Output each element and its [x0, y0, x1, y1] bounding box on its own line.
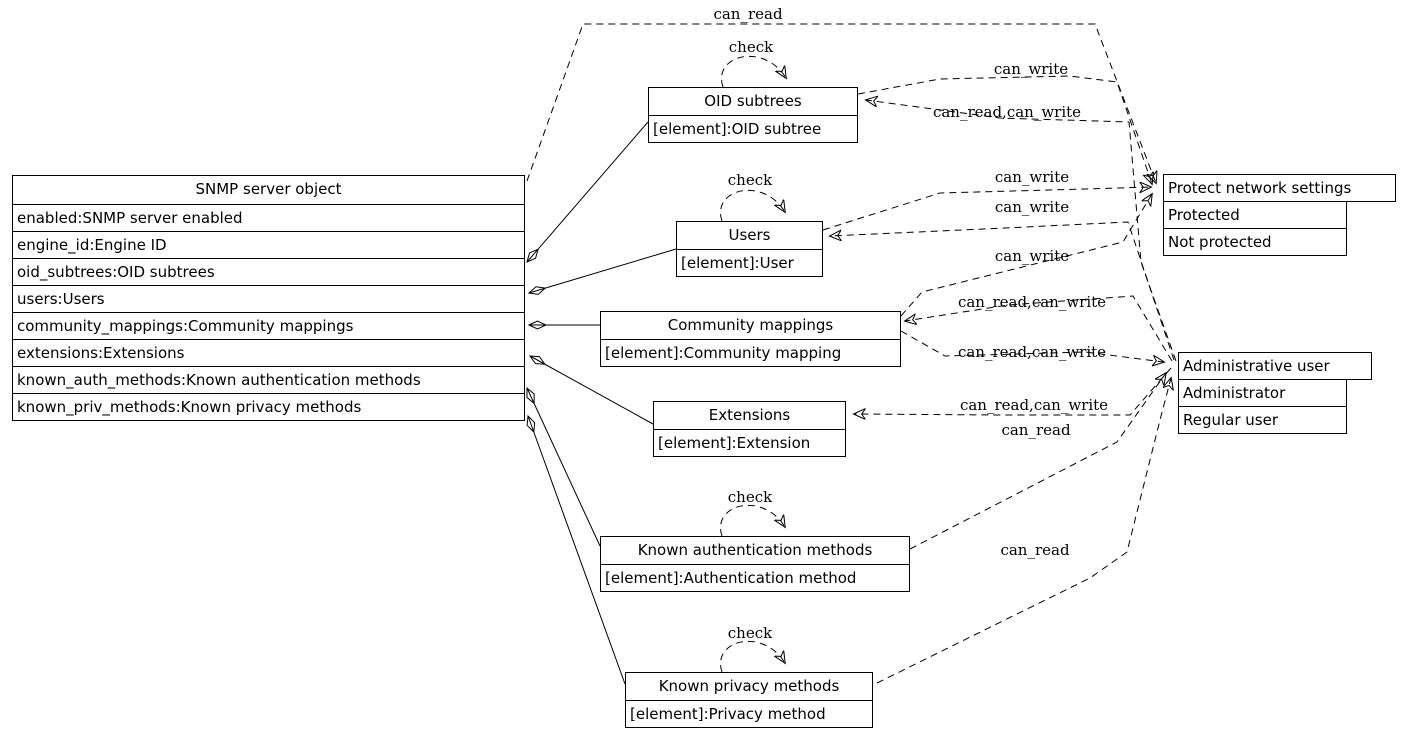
node-title: Protect network settings	[1163, 174, 1396, 202]
edge-check-users	[720, 189, 785, 222]
edge-label-can-read-3: can_read	[1000, 541, 1070, 559]
edge-can-read-snmp-protect	[526, 23, 1156, 183]
edge-snmp-users	[529, 248, 677, 293]
edge-label-check-known-priv: check	[727, 624, 773, 642]
edge-label-can-write-3: can_write	[994, 198, 1070, 216]
node-title: OID subtrees	[704, 92, 802, 110]
value-protected: Protected	[1163, 201, 1347, 229]
edge-label-check-users: check	[727, 171, 773, 189]
attr-element: [element]:Extension	[654, 429, 845, 456]
edge-check-known-priv	[720, 640, 785, 673]
node-title: Users	[728, 226, 771, 244]
node-title: Administrative user	[1178, 352, 1372, 380]
value-not-protected: Not protected	[1163, 228, 1347, 256]
attr-community-mappings: community_mappings:Community mappings	[13, 312, 524, 339]
edge-can-write-users-protect	[822, 187, 1151, 231]
edge-can-read-known-auth-admin	[909, 373, 1166, 550]
attr-engine-id: engine_id:Engine ID	[13, 231, 524, 258]
node-known-authentication-methods: Known authentication methods [element]:A…	[600, 536, 910, 592]
edge-label-check-known-auth: check	[727, 488, 773, 506]
node-users: Users [element]:User	[676, 221, 823, 277]
edge-can-read-write-admin-oid	[866, 100, 1177, 362]
edge-check-oid-subtrees	[721, 55, 786, 88]
node-title: Extensions	[708, 406, 791, 424]
edge-snmp-oid-subtrees	[527, 121, 649, 262]
attr-element: [element]:Privacy method	[626, 700, 872, 727]
edge-snmp-extensions	[530, 356, 654, 425]
edge-can-read-write-admin-community	[905, 295, 1173, 362]
edge-label-can-read-2: can_read	[1001, 421, 1071, 439]
node-administrative-user: Administrative user Administrator Regula…	[1178, 352, 1372, 434]
attr-element: [element]:User	[677, 249, 822, 276]
edge-label-can-read-write-4: can_read,can_write	[959, 396, 1109, 414]
edge-label-can-write-4: can_write	[994, 247, 1070, 265]
value-administrator: Administrator	[1178, 379, 1347, 407]
node-oid-subtrees: OID subtrees [element]:OID subtree	[648, 87, 858, 143]
edge-label-can-write-2: can_write	[994, 168, 1070, 186]
node-title: Known privacy methods	[658, 677, 840, 695]
node-title: SNMP server object	[195, 180, 342, 198]
edge-can-write-admin-users	[830, 221, 1175, 361]
attr-known-priv-methods: known_priv_methods:Known privacy methods	[13, 393, 524, 420]
edge-label-check-oid: check	[728, 38, 774, 56]
edge-label-can-read-write-2: can_read,can_write	[957, 293, 1107, 311]
node-title: Known authentication methods	[637, 541, 873, 559]
node-known-privacy-methods: Known privacy methods [element]:Privacy …	[625, 672, 873, 728]
edge-label-can-read-write-1: can_read,can_write	[932, 103, 1082, 121]
attr-extensions: extensions:Extensions	[13, 339, 524, 366]
edge-label-can-read: can_read	[713, 5, 783, 23]
attr-element: [element]:Authentication method	[601, 564, 909, 591]
edge-label-can-read-write-3: can_read,can_write	[957, 343, 1107, 361]
attr-known-auth-methods: known_auth_methods:Known authentication …	[13, 366, 524, 393]
edge-check-known-auth	[720, 504, 785, 537]
node-snmp-server-object: SNMP server object enabled:SNMP server e…	[12, 175, 525, 421]
edge-can-read-write-admin-extensions	[854, 367, 1172, 415]
edge-can-write-community-protect	[900, 194, 1152, 317]
node-extensions: Extensions [element]:Extension	[653, 401, 846, 457]
edge-label-can-write-1: can_write	[993, 60, 1069, 78]
edge-can-read-write-community-admin	[900, 330, 1164, 362]
attr-enabled: enabled:SNMP server enabled	[13, 204, 524, 231]
attr-element: [element]:OID subtree	[649, 115, 857, 142]
node-title: Community mappings	[667, 316, 834, 334]
node-protect-network-settings: Protect network settings Protected Not p…	[1163, 174, 1396, 256]
value-regular-user: Regular user	[1178, 406, 1347, 434]
node-community-mappings: Community mappings [element]:Community m…	[600, 311, 901, 367]
attr-oid-subtrees: oid_subtrees:OID subtrees	[13, 258, 524, 285]
attr-element: [element]:Community mapping	[601, 339, 900, 366]
edge-can-read-known-priv-admin	[876, 378, 1171, 684]
attr-users: users:Users	[13, 285, 524, 312]
edge-snmp-known-priv-methods	[528, 416, 626, 685]
edge-snmp-known-auth-methods	[527, 388, 601, 547]
